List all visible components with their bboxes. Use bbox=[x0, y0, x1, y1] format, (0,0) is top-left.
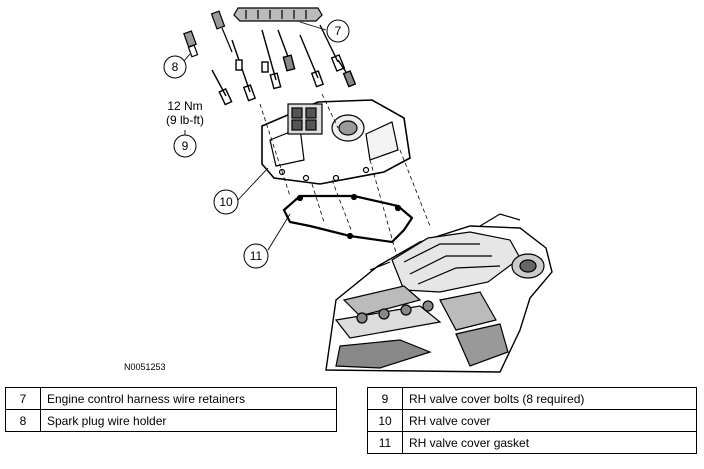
legend-description: RH valve cover gasket bbox=[402, 431, 697, 454]
legend-table-right: 9 RH valve cover bolts (8 required) 10 R… bbox=[367, 387, 697, 454]
svg-text:(9 lb-ft): (9 lb-ft) bbox=[166, 113, 204, 127]
legend-row: 10 RH valve cover bbox=[367, 409, 697, 432]
assembly-lines bbox=[259, 93, 431, 261]
callout-8: 8 bbox=[163, 55, 187, 79]
callout-7: 7 bbox=[326, 19, 350, 43]
legend-number: 9 bbox=[367, 387, 403, 410]
exploded-view-diagram: 7 8 12 Nm (9 lb-ft) 9 10 11 bbox=[163, 7, 553, 373]
legend-number: 11 bbox=[367, 431, 403, 454]
legend-description: Engine control harness wire retainers bbox=[40, 387, 337, 410]
svg-text:11: 11 bbox=[250, 249, 263, 263]
svg-text:7: 7 bbox=[335, 24, 342, 38]
engine-block bbox=[325, 213, 553, 373]
callout-11: 11 bbox=[243, 243, 269, 269]
legend-description: Spark plug wire holder bbox=[40, 409, 337, 432]
legend-row: 9 RH valve cover bolts (8 required) bbox=[367, 387, 697, 410]
legend-number: 10 bbox=[367, 409, 403, 432]
figure-id: N0051253 bbox=[124, 362, 166, 372]
callout-10: 10 bbox=[213, 189, 239, 215]
legend-table-left: 7 Engine control harness wire retainers … bbox=[5, 387, 337, 432]
legend-number: 7 bbox=[5, 387, 41, 410]
callout-9: 9 bbox=[173, 134, 197, 158]
rh-valve-cover-gasket bbox=[282, 193, 414, 244]
legend-number: 8 bbox=[5, 409, 41, 432]
legend-row: 8 Spark plug wire holder bbox=[5, 409, 337, 432]
torque-spec: 12 Nm (9 lb-ft) bbox=[166, 99, 204, 127]
legend-row: 11 RH valve cover gasket bbox=[367, 431, 697, 454]
legend-row: 7 Engine control harness wire retainers bbox=[5, 387, 337, 410]
harness-wire-retainer-strip bbox=[233, 7, 323, 22]
svg-text:9: 9 bbox=[182, 139, 189, 153]
rh-valve-cover bbox=[261, 99, 411, 185]
svg-text:8: 8 bbox=[172, 60, 179, 74]
legend-description: RH valve cover bbox=[402, 409, 697, 432]
svg-text:12 Nm: 12 Nm bbox=[167, 99, 202, 113]
svg-text:10: 10 bbox=[219, 195, 233, 209]
ignition-wire-boots bbox=[211, 24, 357, 106]
spark-plug-wire-holder bbox=[183, 10, 233, 58]
legend-description: RH valve cover bolts (8 required) bbox=[402, 387, 697, 410]
